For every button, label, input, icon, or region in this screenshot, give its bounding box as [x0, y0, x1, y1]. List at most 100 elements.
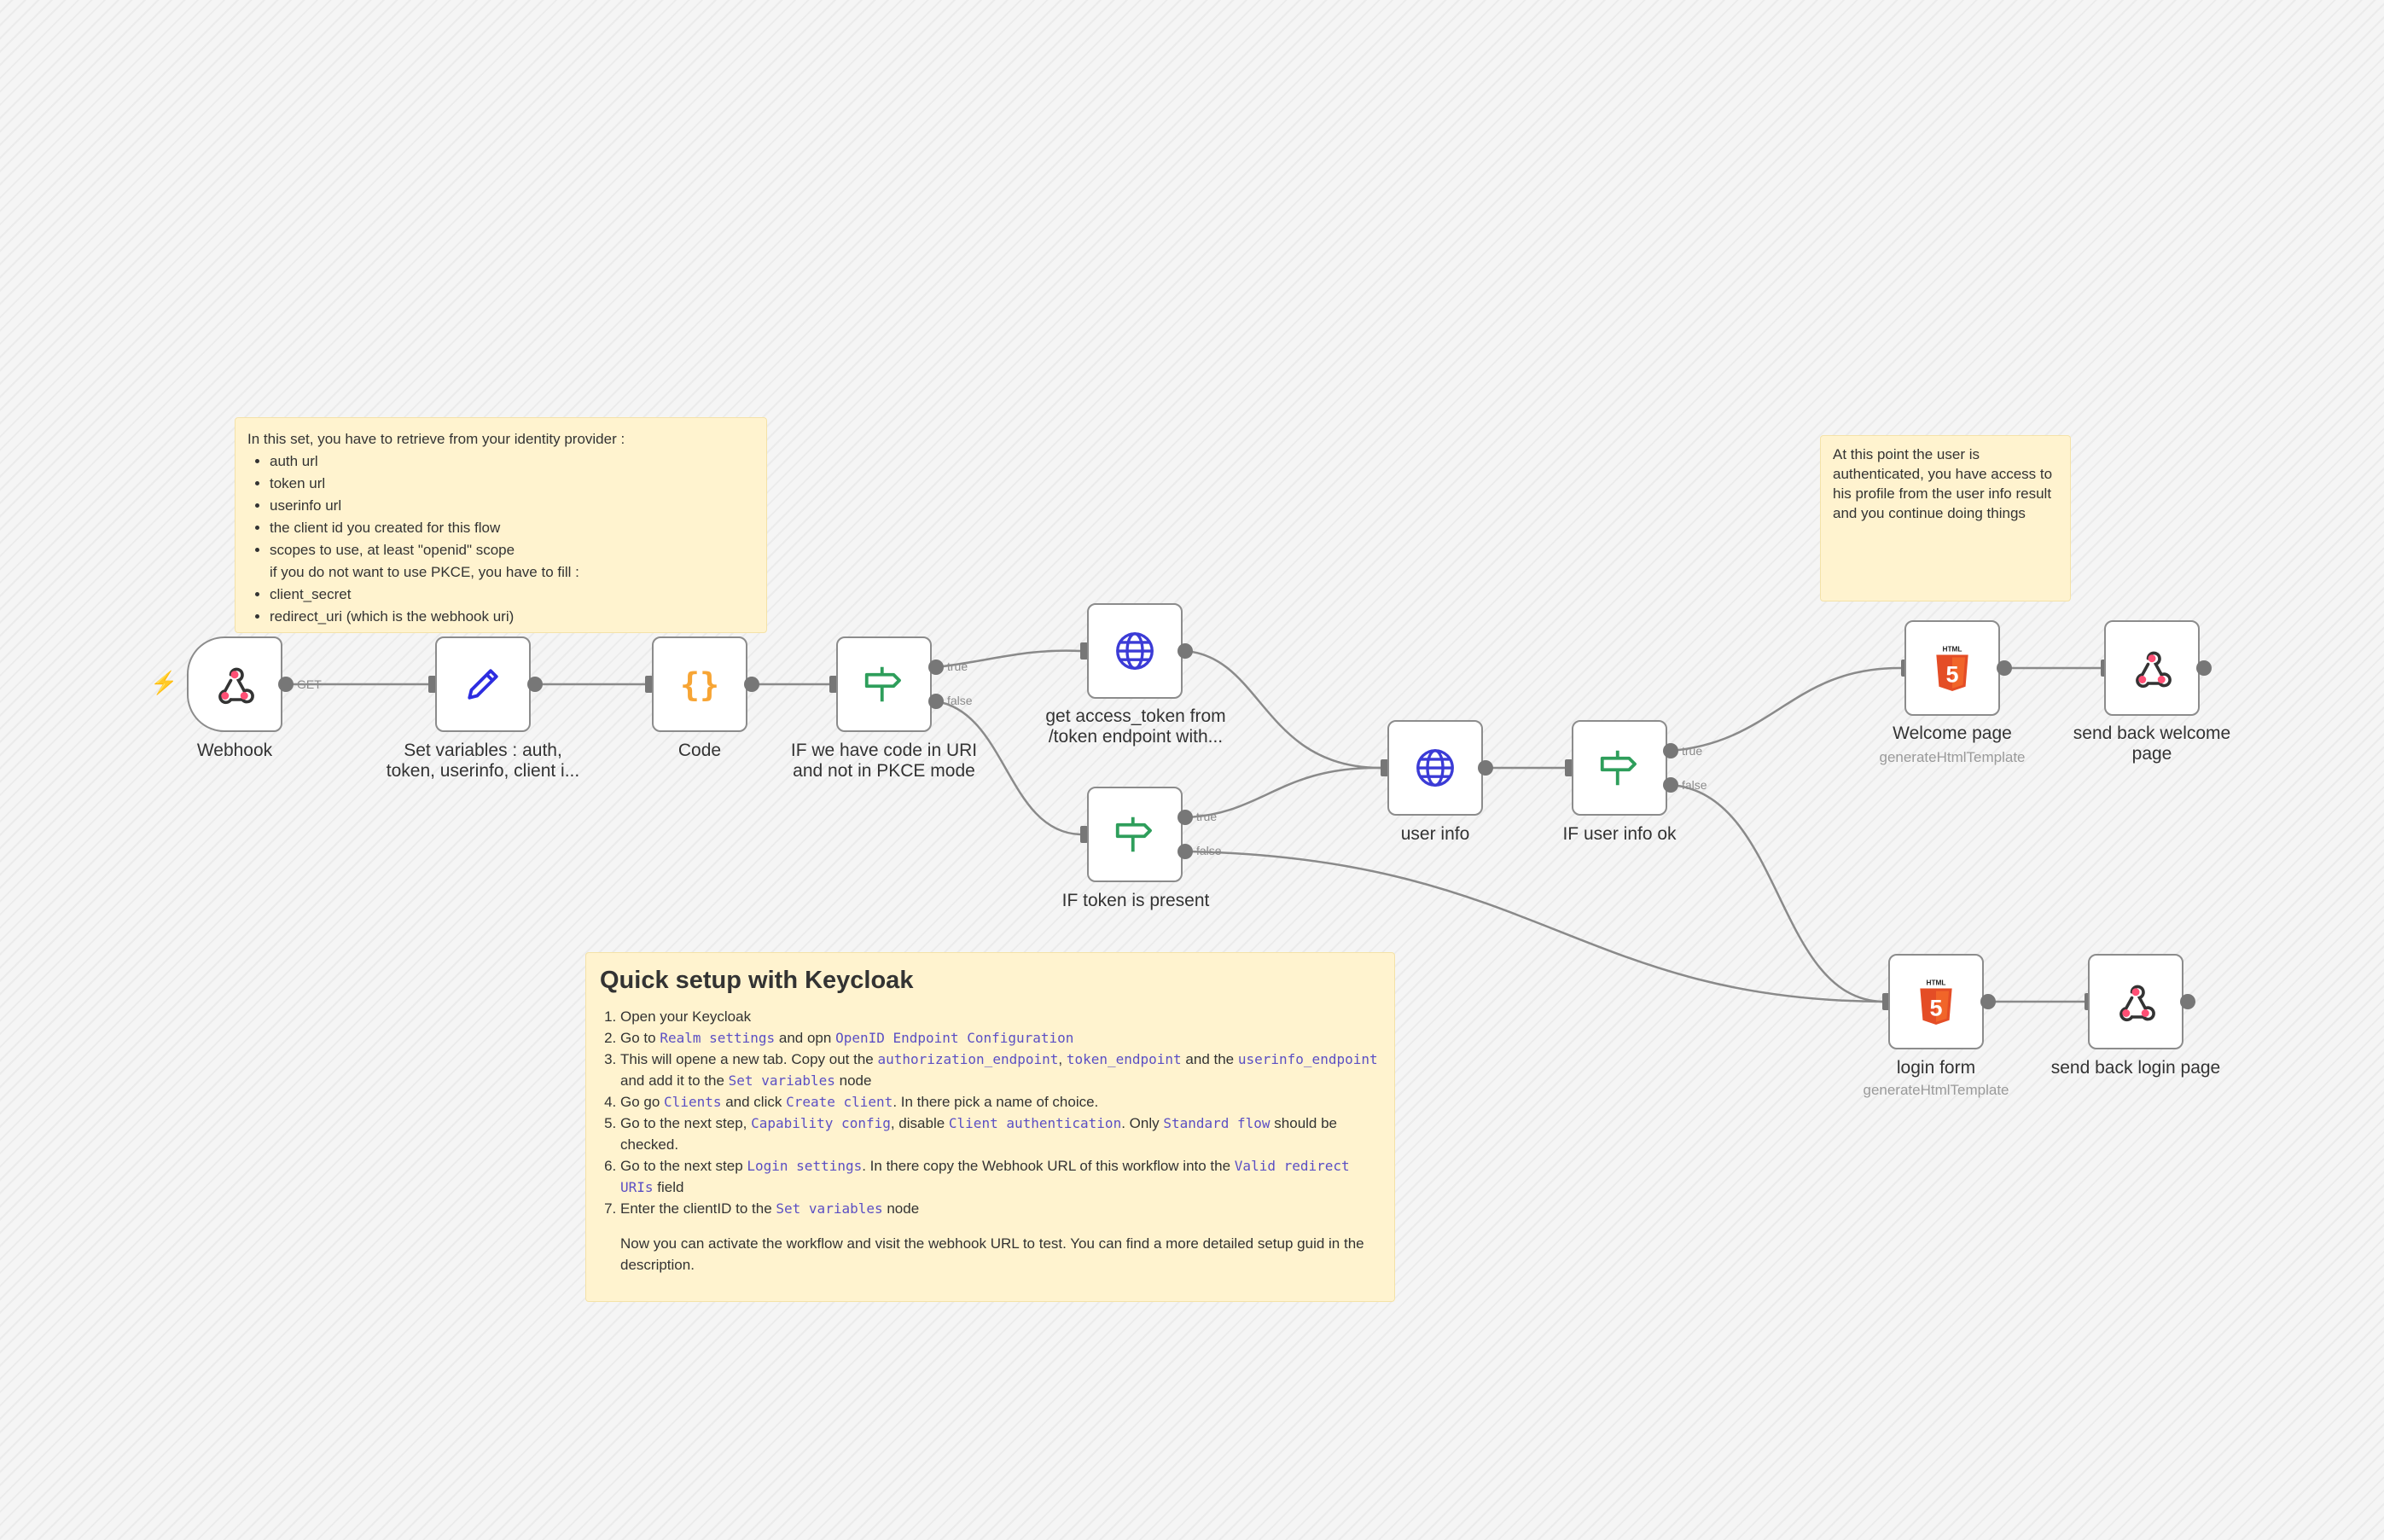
connection-if-true-gettoken [935, 649, 1081, 669]
node-label-welcome: Welcome page [1893, 724, 2012, 743]
list-item: the client id you created for this flow [270, 517, 754, 539]
signpost-icon [1115, 816, 1152, 852]
input-port[interactable] [1565, 759, 1573, 776]
branch-label-true: true [1196, 810, 1218, 823]
node-get-access-token[interactable] [1087, 603, 1183, 699]
sticky-list: auth url token url userinfo url the clie… [247, 450, 754, 628]
node-label-if-token: IF token is present [1061, 891, 1210, 910]
input-port[interactable] [1080, 642, 1088, 660]
node-label-set-variables: Set variables : auth, token, userinfo, c… [386, 741, 580, 781]
connection-ifuser-false-login [1670, 783, 1883, 1003]
sticky-note-set-variables[interactable]: In this set, you have to retrieve from y… [235, 417, 767, 633]
input-port[interactable] [645, 676, 653, 693]
html5-icon: HTML 5 [1920, 978, 1952, 1025]
setup-step: Go to the next step, Capability config, … [620, 1113, 1381, 1155]
connection-iftoken-false-login [1184, 850, 1883, 1003]
output-port-true[interactable] [928, 660, 944, 675]
method-label-get: GET [297, 677, 322, 691]
webhook-icon [218, 667, 254, 705]
input-port[interactable] [1381, 759, 1388, 776]
svg-text:HTML: HTML [1943, 644, 1962, 653]
node-if-code-in-uri[interactable] [836, 636, 932, 732]
node-user-info[interactable] [1387, 720, 1483, 816]
pkce-note: if you do not want to use PKCE, you have… [270, 564, 579, 580]
input-port[interactable] [1080, 826, 1088, 843]
input-port[interactable] [1882, 993, 1890, 1010]
branch-label-false: false [1682, 778, 1707, 792]
connection-if-false-iftoken [935, 700, 1081, 836]
sticky-title: Quick setup with Keycloak [600, 967, 914, 994]
output-port-false[interactable] [928, 694, 944, 709]
connection-ifuser-true-welcome [1670, 666, 1902, 753]
setup-step: Open your Keycloak [620, 1006, 1381, 1027]
svg-text:5: 5 [1946, 662, 1959, 688]
node-if-user-info-ok[interactable] [1572, 720, 1667, 816]
node-label-if-user: IF user info ok [1562, 824, 1677, 844]
branch-label-false: false [1196, 844, 1222, 857]
list-item: redirect_uri (which is the webhook uri) [270, 606, 754, 628]
trigger-bolt-icon: ⚡ [150, 670, 178, 695]
node-label-code: Code [677, 741, 722, 760]
code-braces-icon: {} [680, 666, 719, 705]
globe-icon [1116, 632, 1154, 670]
node-set-variables[interactable] [435, 636, 531, 732]
input-port[interactable] [428, 676, 436, 693]
node-label-user-info: user info [1400, 824, 1470, 844]
setup-step: Go go Clients and click Create client. I… [620, 1091, 1381, 1113]
sticky-note-keycloak-setup[interactable]: Quick setup with Keycloak Open your Keyc… [585, 952, 1395, 1302]
signpost-icon [864, 666, 901, 702]
branch-label-true: true [1682, 744, 1703, 758]
signpost-icon [1600, 750, 1637, 786]
output-port[interactable] [1980, 994, 1996, 1009]
setup-steps: Open your Keycloak Go to Realm settings … [600, 1006, 1381, 1219]
svg-text:{}: {} [680, 666, 719, 705]
output-port-false[interactable] [1663, 777, 1678, 793]
node-login-form[interactable]: HTML 5 [1888, 954, 1984, 1049]
output-port[interactable] [744, 677, 759, 692]
node-code[interactable]: {} [652, 636, 747, 732]
node-label-if-code: IF we have code in URI and not in PKCE m… [790, 741, 978, 781]
output-port-true[interactable] [1177, 810, 1193, 825]
connection-gettoken-userinfo [1184, 649, 1381, 770]
node-webhook[interactable] [187, 636, 282, 732]
list-item: token url [270, 473, 754, 495]
node-send-back-login[interactable] [2088, 954, 2183, 1049]
node-label-get-token: get access_token from /token endpoint wi… [1045, 706, 1226, 747]
branch-label-false: false [947, 694, 973, 707]
sticky-note-authenticated[interactable]: At this point the user is authenticated,… [1820, 435, 2071, 601]
output-port[interactable] [2196, 660, 2212, 676]
node-if-token-present[interactable] [1087, 787, 1183, 882]
output-port[interactable] [1478, 760, 1493, 776]
node-welcome-page[interactable]: HTML 5 [1904, 620, 2000, 716]
input-port[interactable] [829, 676, 837, 693]
output-port[interactable] [527, 677, 543, 692]
setup-step: This will opene a new tab. Copy out the … [620, 1049, 1381, 1091]
html5-icon: HTML 5 [1936, 644, 1968, 691]
globe-icon [1416, 749, 1454, 787]
node-subtitle-login: generateHtmlTemplate [1863, 1082, 2009, 1098]
node-label-send-welcome: send back welcome page [2073, 724, 2231, 764]
node-label-login: login form [1896, 1058, 1976, 1078]
output-port-true[interactable] [1663, 743, 1678, 758]
branch-label-true: true [947, 660, 968, 673]
node-subtitle-welcome: generateHtmlTemplate [1879, 749, 2026, 765]
svg-text:HTML: HTML [1927, 978, 1946, 986]
output-port[interactable] [278, 677, 294, 692]
output-port[interactable] [1177, 643, 1193, 659]
node-send-back-welcome[interactable] [2104, 620, 2200, 716]
node-label-webhook: Webhook [196, 741, 273, 760]
list-item: scopes to use, at least "openid" scopeif… [270, 539, 754, 584]
webhook-icon [2136, 651, 2172, 689]
node-label-send-login: send back login page [2050, 1058, 2221, 1078]
list-item: userinfo url [270, 495, 754, 517]
setup-step: Go to the next step Login settings. In t… [620, 1155, 1381, 1198]
setup-footer: Now you can activate the workflow and vi… [620, 1235, 1364, 1273]
setup-step: Go to Realm settings and opn OpenID Endp… [620, 1027, 1381, 1049]
output-port[interactable] [1997, 660, 2012, 676]
list-item: auth url [270, 450, 754, 473]
sticky-intro: In this set, you have to retrieve from y… [247, 431, 625, 447]
output-port[interactable] [2180, 994, 2195, 1009]
output-port-false[interactable] [1177, 844, 1193, 859]
